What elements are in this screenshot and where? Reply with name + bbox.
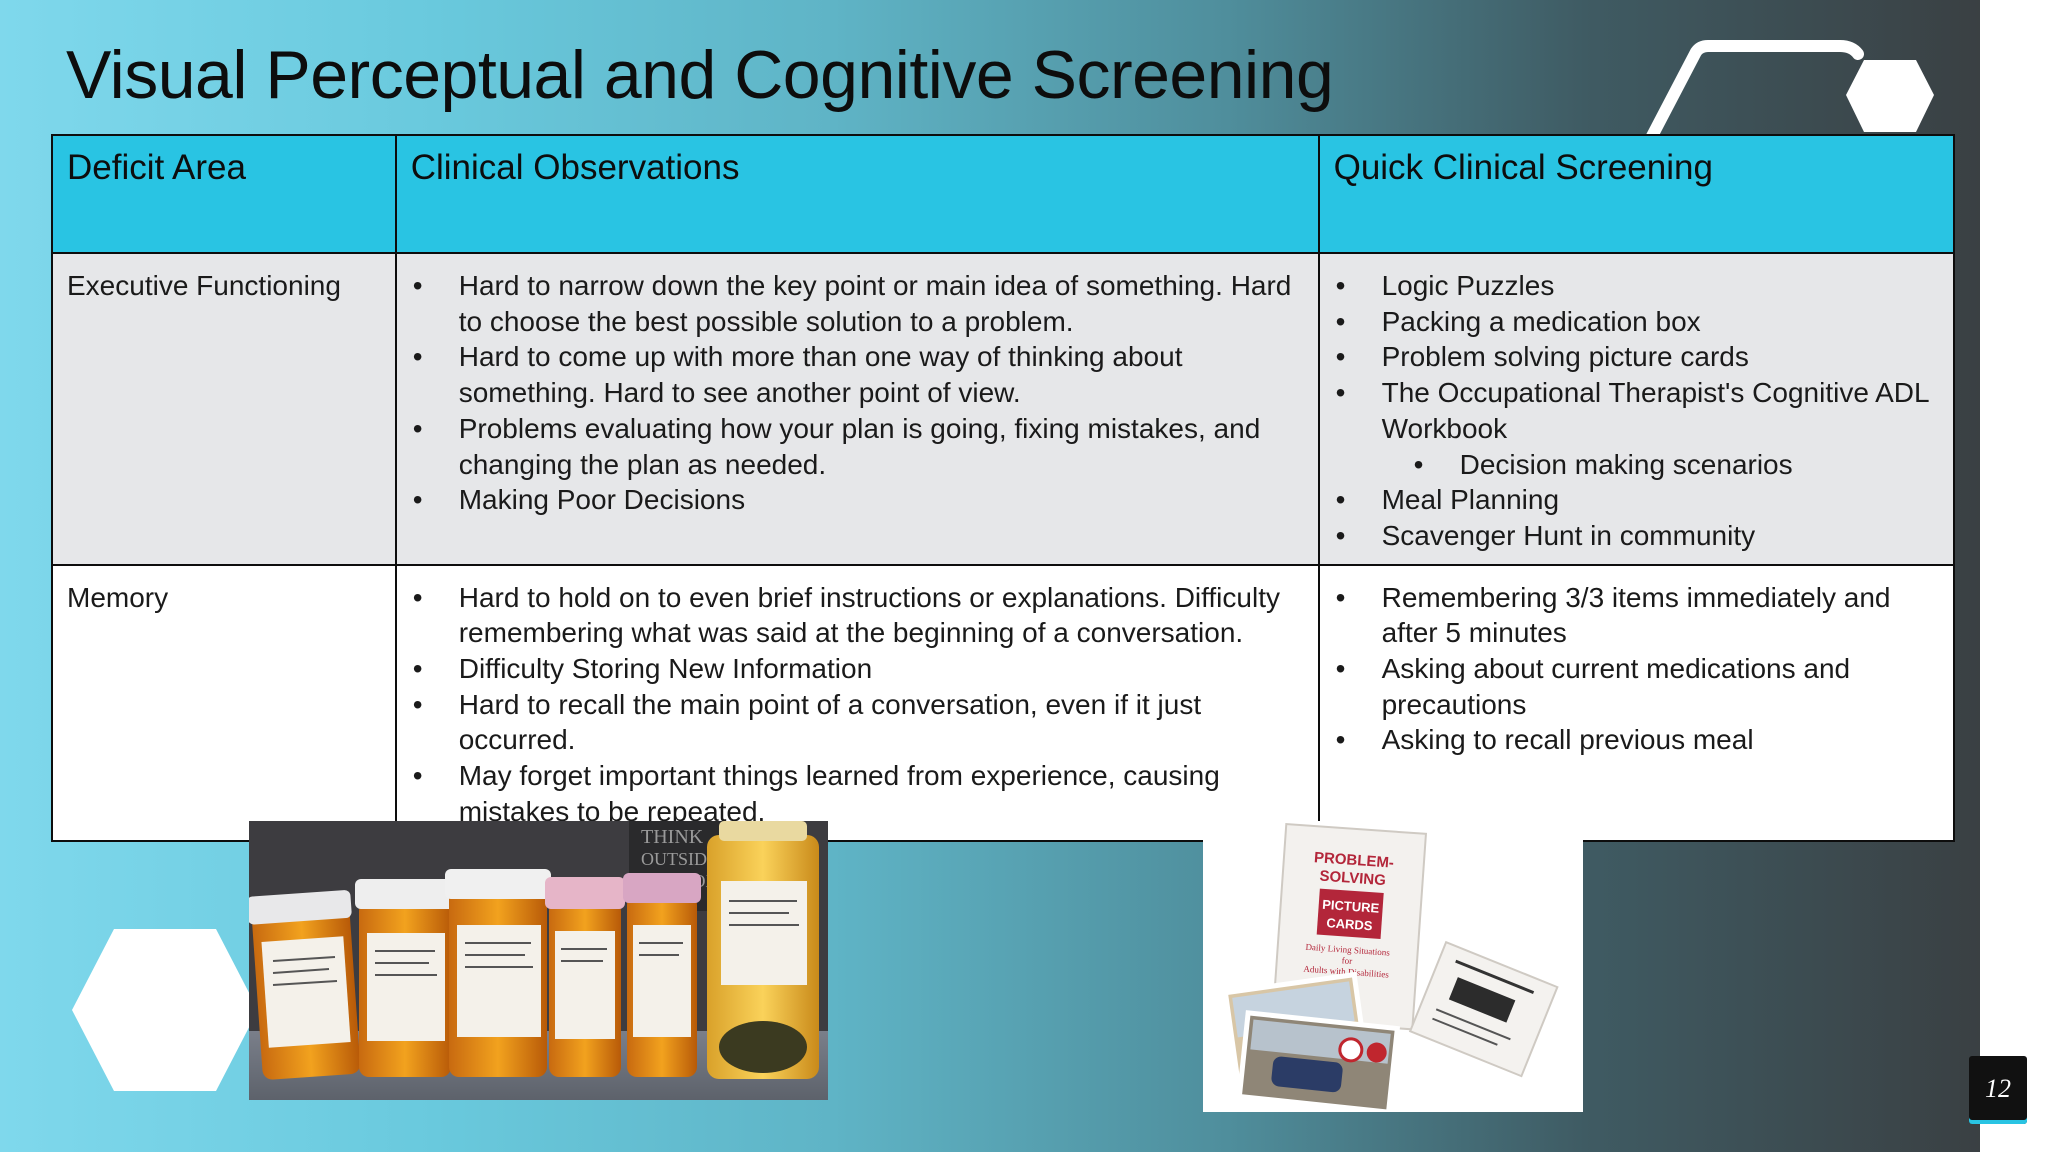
- medication-bottles-illustration: THINK OUTSIDE THE BOX: [249, 821, 828, 1100]
- hexagon-decoration: [72, 929, 258, 1091]
- list-item: Difficulty Storing New Information: [411, 651, 1304, 687]
- list-item: May forget important things learned from…: [411, 758, 1304, 829]
- screening-list: Logic Puzzles Packing a medication box P…: [1334, 268, 1939, 554]
- deficit-table: Deficit Area Clinical Observations Quick…: [51, 134, 1956, 842]
- picture-cards-photo: PROBLEM- SOLVING PICTURE CARDS Daily Liv…: [1203, 821, 1583, 1112]
- sub-list-item: Decision making scenarios: [1334, 447, 1939, 483]
- list-item: Asking to recall previous meal: [1334, 722, 1939, 758]
- list-item: Hard to hold on to even brief instructio…: [411, 580, 1304, 651]
- header-quick-clinical-screening: Quick Clinical Screening: [1317, 134, 1956, 254]
- list-item: Problem solving picture cards: [1334, 339, 1939, 375]
- svg-text:CARDS: CARDS: [1326, 915, 1373, 933]
- observations-list: Hard to narrow down the key point or mai…: [411, 268, 1304, 518]
- list-item: Hard to recall the main point of a conve…: [411, 687, 1304, 758]
- picture-cards-illustration: PROBLEM- SOLVING PICTURE CARDS Daily Liv…: [1203, 821, 1583, 1112]
- table-header-row: Deficit Area Clinical Observations Quick…: [51, 134, 1956, 254]
- list-item: The Occupational Therapist's Cognitive A…: [1334, 375, 1939, 446]
- svg-text:OUTSIDE: OUTSIDE: [641, 849, 718, 869]
- right-margin: [1980, 0, 2048, 1152]
- list-item: Asking about current medications and pre…: [1334, 651, 1939, 722]
- screening-cell: Remembering 3/3 items immediately and af…: [1317, 563, 1956, 842]
- svg-text:PROBLEM-: PROBLEM-: [1313, 849, 1394, 872]
- svg-text:PICTURE: PICTURE: [1322, 897, 1380, 916]
- observations-cell: Hard to hold on to even brief instructio…: [394, 563, 1320, 842]
- slide-title: Visual Perceptual and Cognitive Screenin…: [66, 37, 1334, 113]
- list-item: Problems evaluating how your plan is goi…: [411, 411, 1304, 482]
- svg-text:for: for: [1341, 955, 1352, 966]
- table-row: Memory Hard to hold on to even brief ins…: [51, 563, 1956, 842]
- page-number-badge: 12: [1969, 1056, 2027, 1124]
- list-item: Packing a medication box: [1334, 304, 1939, 340]
- svg-text:THINK: THINK: [641, 826, 704, 848]
- page-number: 12: [1985, 1074, 2011, 1103]
- deficit-area-cell: Memory: [51, 563, 397, 842]
- hexagon-frame-decoration: [1644, 40, 1934, 140]
- list-item: Remembering 3/3 items immediately and af…: [1334, 580, 1939, 651]
- screening-cell: Logic Puzzles Packing a medication box P…: [1317, 252, 1956, 566]
- list-item: Making Poor Decisions: [411, 482, 1304, 518]
- header-clinical-observations: Clinical Observations: [394, 134, 1320, 254]
- deficit-area-cell: Executive Functioning: [51, 252, 397, 566]
- svg-text:SOLVING: SOLVING: [1319, 868, 1386, 890]
- slide-background: Visual Perceptual and Cognitive Screenin…: [0, 0, 1980, 1152]
- observations-list: Hard to hold on to even brief instructio…: [411, 580, 1304, 830]
- list-item: Scavenger Hunt in community: [1334, 518, 1939, 554]
- medication-bottles-photo: THINK OUTSIDE THE BOX: [249, 821, 828, 1100]
- observations-cell: Hard to narrow down the key point or mai…: [394, 252, 1320, 566]
- list-item: Meal Planning: [1334, 482, 1939, 518]
- table-row: Executive Functioning Hard to narrow dow…: [51, 252, 1956, 566]
- list-item: Hard to come up with more than one way o…: [411, 339, 1304, 410]
- list-item: Logic Puzzles: [1334, 268, 1939, 304]
- screening-list: Remembering 3/3 items immediately and af…: [1334, 580, 1939, 759]
- header-deficit-area: Deficit Area: [51, 134, 397, 254]
- list-item: Hard to narrow down the key point or mai…: [411, 268, 1304, 339]
